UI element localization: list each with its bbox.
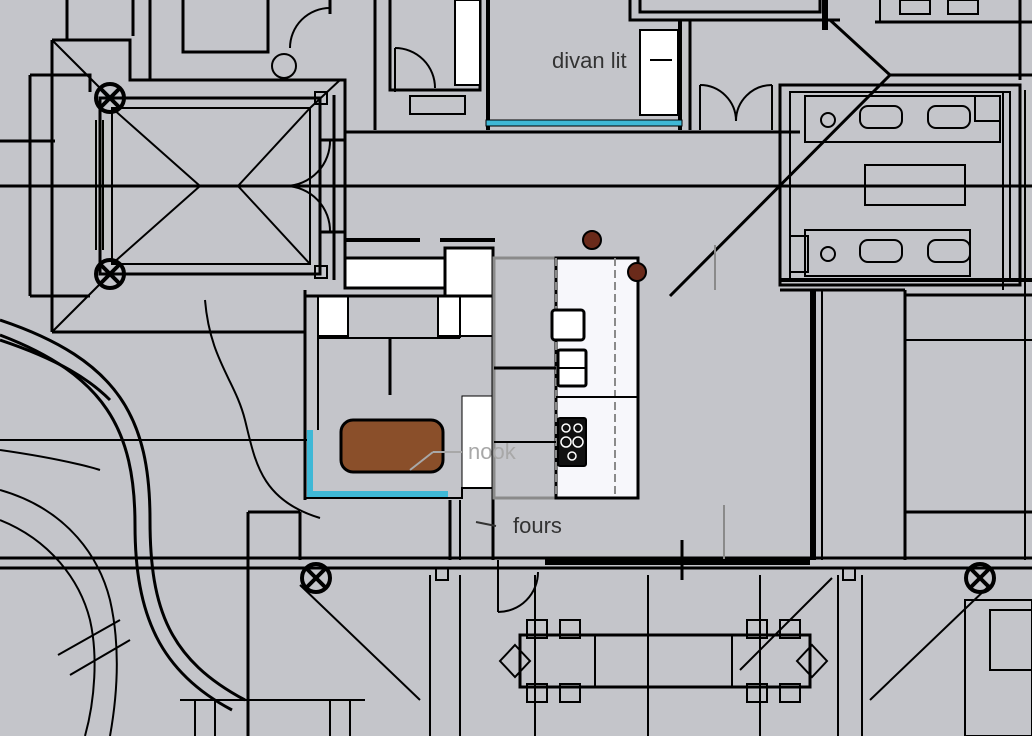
label-nook: nook	[468, 439, 517, 464]
sink-small	[550, 308, 586, 342]
curved-terrace	[0, 299, 321, 736]
left-structure	[28, 38, 347, 334]
divan-room	[628, 0, 840, 130]
nook-wall	[305, 487, 492, 499]
kitchen-counter	[303, 238, 495, 560]
cooktop	[557, 417, 587, 467]
kitchen-island	[492, 256, 640, 500]
nook-window	[307, 430, 448, 497]
nook-leader-2	[409, 451, 434, 471]
label-fours: fours	[513, 513, 562, 538]
fours-leader	[475, 521, 497, 527]
top-bath	[388, 0, 490, 130]
right-living-room	[668, 0, 1032, 560]
column-markers	[94, 82, 996, 594]
pendant-light-1	[582, 230, 602, 250]
small-post-markers	[314, 91, 856, 581]
label-divan-lit: divan lit	[552, 48, 627, 73]
nook-table	[339, 418, 445, 474]
pendant-light-2	[627, 262, 647, 282]
divan-window	[485, 119, 683, 127]
dining-area	[180, 500, 1032, 736]
wall-lines	[0, 130, 1032, 570]
